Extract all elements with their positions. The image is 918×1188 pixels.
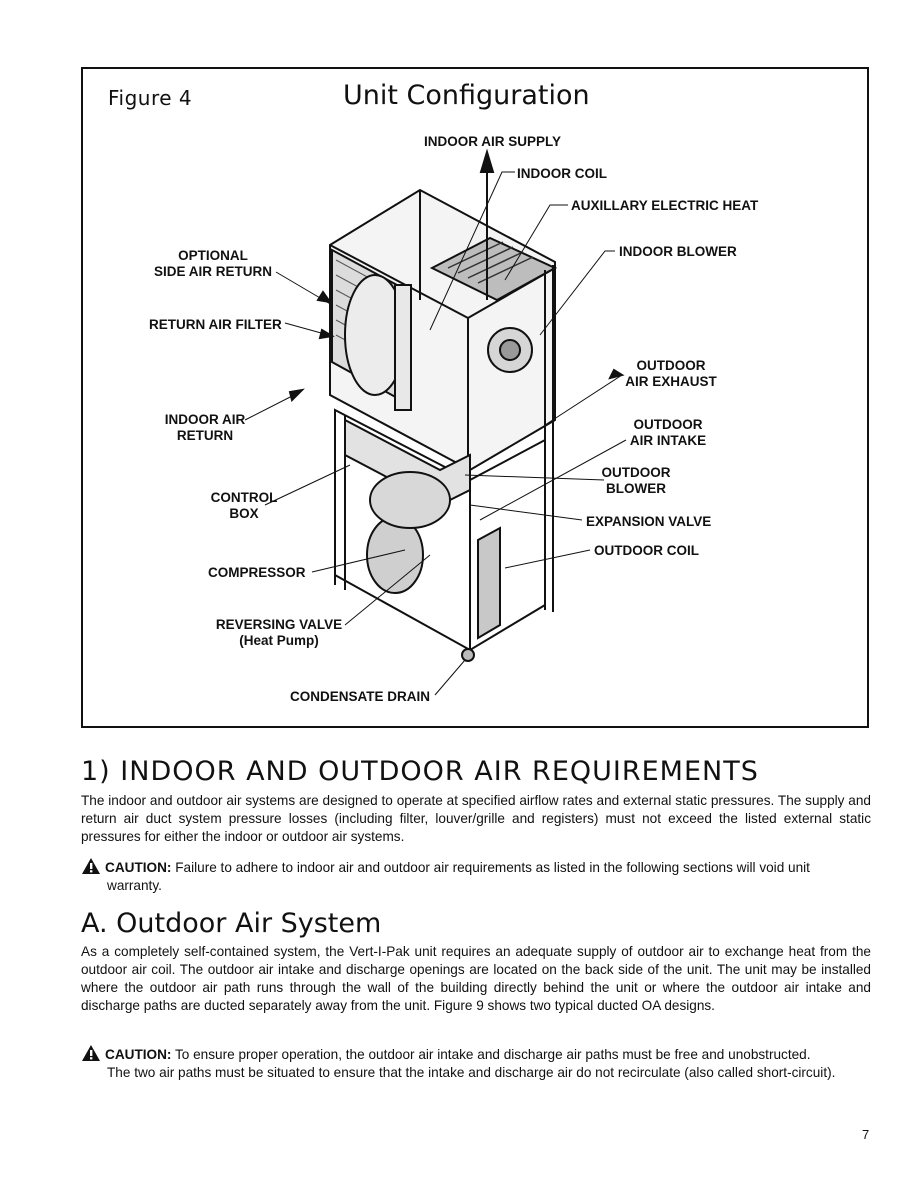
label-line: BOX (229, 506, 259, 521)
page-number: 7 (862, 1127, 870, 1142)
label-reversing-valve: REVERSING VALVE (Heat Pump) (212, 617, 346, 649)
label-line: OUTDOOR (633, 417, 703, 432)
label-line: CONTROL (210, 490, 278, 505)
caution-label: CAUTION: (105, 860, 172, 875)
caution-text: To ensure proper operation, the outdoor … (174, 1047, 811, 1062)
label-aux-electric-heat: AUXILLARY ELECTRIC HEAT (571, 198, 759, 213)
caution-block-1: CAUTION: Failure to adhere to indoor air… (81, 857, 871, 895)
label-line: RETURN (176, 428, 234, 443)
caution-line: CAUTION: To ensure proper operation, the… (81, 1044, 871, 1064)
caution-text-continued: The two air paths must be situated to en… (107, 1065, 836, 1080)
label-line: SIDE AIR RETURN (153, 264, 272, 279)
caution-line: CAUTION: Failure to adhere to indoor air… (81, 857, 871, 877)
label-line: OUTDOOR (636, 358, 706, 373)
figure-title: Unit Configuration (343, 80, 590, 111)
label-optional-side-air-return: OPTIONAL SIDE AIR RETURN (152, 248, 274, 280)
section1-paragraph: The indoor and outdoor air systems are d… (81, 793, 871, 844)
label-compressor: COMPRESSOR (208, 565, 306, 580)
warning-triangle-icon (82, 858, 100, 874)
label-outdoor-air-intake: OUTDOOR AIR INTAKE (627, 417, 709, 449)
outdoor-coil-shape (477, 526, 501, 640)
label-line: OUTDOOR (601, 465, 671, 480)
figure-number: Figure 4 (108, 86, 193, 110)
label-indoor-blower: INDOOR BLOWER (619, 244, 737, 259)
section-heading-outdoor-air-system: A. Outdoor Air System (81, 908, 382, 939)
label-condensate-drain: CONDENSATE DRAIN (290, 689, 431, 704)
label-line: (Heat Pump) (239, 633, 319, 648)
label-expansion-valve: EXPANSION VALVE (586, 514, 712, 529)
label-outdoor-air-exhaust: OUTDOOR AIR EXHAUST (624, 358, 718, 390)
warning-triangle-icon (82, 1045, 100, 1061)
label-line: AIR INTAKE (629, 433, 707, 448)
section-heading-air-requirements: 1) INDOOR AND OUTDOOR AIR REQUIREMENTS (81, 756, 759, 787)
label-outdoor-coil: OUTDOOR COIL (594, 543, 699, 558)
label-line: INDOOR AIR (164, 412, 246, 427)
caution-text: Failure to adhere to indoor air and outd… (175, 860, 810, 875)
label-indoor-air-supply: INDOOR AIR SUPPLY (424, 134, 562, 149)
supply-grille (429, 236, 558, 302)
caution-text-continued: warranty. (107, 878, 162, 893)
label-line: REVERSING VALVE (215, 617, 343, 632)
label-outdoor-blower: OUTDOOR BLOWER (600, 465, 672, 497)
caution-label: CAUTION: (105, 1047, 172, 1062)
label-line: OPTIONAL (178, 248, 248, 263)
label-indoor-coil: INDOOR COIL (517, 166, 607, 181)
label-return-air-filter: RETURN AIR FILTER (149, 317, 282, 332)
label-line: BLOWER (606, 481, 666, 496)
figure-frame (81, 67, 869, 728)
label-line: AIR EXHAUST (625, 374, 717, 389)
label-control-box: CONTROL BOX (208, 490, 280, 522)
sectionA-paragraph: As a completely self-contained system, t… (81, 944, 871, 1013)
label-indoor-air-return: INDOOR AIR RETURN (163, 412, 247, 444)
caution-block-2: CAUTION: To ensure proper operation, the… (81, 1044, 871, 1082)
